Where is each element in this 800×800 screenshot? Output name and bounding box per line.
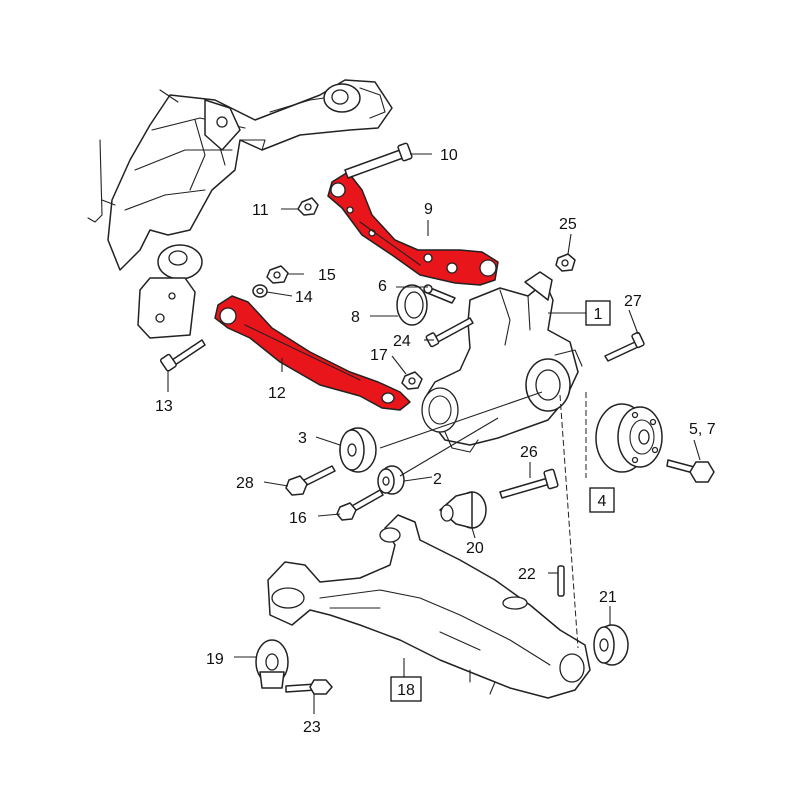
callout-24: 24 [393, 333, 411, 350]
callout-19: 19 [206, 651, 224, 668]
pin-22 [557, 565, 565, 597]
callout-12: 12 [268, 385, 286, 402]
bolt-24 [425, 317, 474, 348]
callout-8: 8 [351, 309, 360, 326]
bolt-6 [423, 284, 456, 304]
toe-link-body [214, 295, 411, 411]
nut-17 [401, 371, 423, 390]
callout-6: 6 [378, 278, 387, 295]
callout-10: 10 [440, 147, 458, 164]
callout-box-18 [390, 676, 422, 702]
callout-15: 15 [318, 267, 336, 284]
nut-25 [555, 253, 576, 272]
washer-14 [252, 284, 268, 298]
bolt-10 [344, 142, 413, 179]
callout-9: 9 [424, 201, 433, 218]
lower-control-arm-18 [267, 514, 591, 699]
bushing-19 [255, 639, 289, 689]
leader-lines [167, 153, 701, 714]
bushing-20 [439, 491, 487, 529]
wheel-knuckle [421, 271, 583, 453]
callout-1: 1 [594, 306, 603, 323]
bolt-27 [604, 331, 645, 362]
callout-2: 2 [433, 471, 442, 488]
wheel-hub-4 [595, 403, 663, 473]
bolt-13 [159, 339, 206, 372]
callout-18: 18 [397, 682, 415, 699]
callout-13: 13 [155, 398, 173, 415]
callout-3: 3 [298, 430, 307, 447]
bushing-3 [339, 427, 377, 473]
abs-ring-8 [396, 284, 428, 326]
callout-17: 17 [370, 347, 388, 364]
callout-box-4 [589, 487, 615, 513]
callout-21: 21 [599, 589, 617, 606]
callout-25: 25 [559, 216, 577, 233]
callout-16: 16 [289, 510, 307, 527]
bolt-16 [336, 489, 384, 521]
callout-27: 27 [624, 293, 642, 310]
bolt-26 [499, 468, 559, 499]
callout-5-7: 5, 7 [689, 421, 716, 438]
upper-control-arm-9 [327, 171, 499, 286]
rear-subframe [87, 79, 393, 339]
callout-box-1 [585, 300, 611, 326]
callout-14: 14 [295, 289, 313, 306]
toe-link-12 [214, 295, 411, 411]
bolt-23 [285, 679, 333, 695]
callout-22: 22 [518, 566, 536, 583]
callout-4: 4 [598, 493, 607, 510]
callout-labels: 1 2 3 4 5, 7 6 8 9 10 11 12 13 14 15 16 … [155, 147, 716, 736]
nut-11 [297, 197, 319, 216]
callout-23: 23 [303, 719, 321, 736]
bolt-5-7 [666, 459, 715, 483]
bushing-2 [377, 465, 405, 495]
nut-15 [266, 265, 289, 284]
callout-28: 28 [236, 475, 254, 492]
bolt-28 [285, 465, 336, 496]
callout-26: 26 [520, 444, 538, 461]
callout-20: 20 [466, 540, 484, 557]
bushing-21 [593, 624, 629, 666]
upper-control-arm-body [327, 171, 499, 286]
callout-11: 11 [252, 202, 269, 219]
alignment-lines [559, 392, 587, 649]
